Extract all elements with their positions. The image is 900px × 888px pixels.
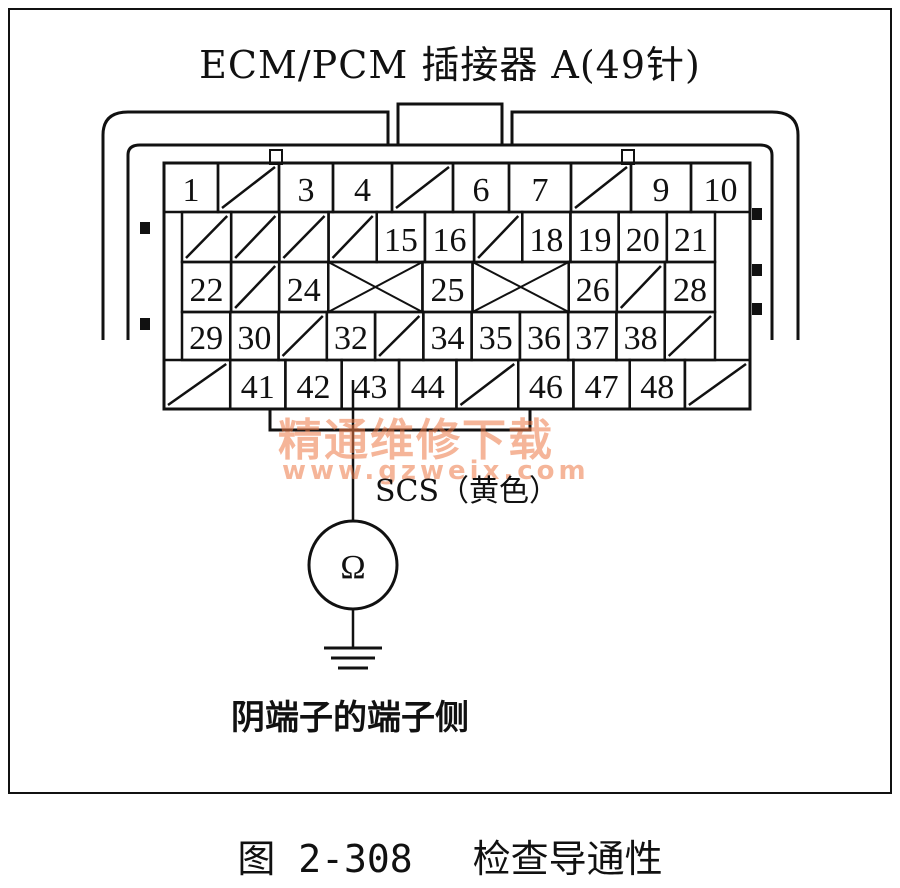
pin-number: 25 <box>430 272 464 309</box>
pin-number: 24 <box>287 272 321 309</box>
pin-number: 42 <box>297 369 331 406</box>
terminal-side-label: 阴端子的端子侧 <box>231 698 469 738</box>
unused-pin-slash <box>234 265 277 309</box>
pin-number: 41 <box>241 369 275 406</box>
unused-pin-slash <box>395 166 450 209</box>
latch-right-bottom <box>752 303 762 315</box>
pin-number: 26 <box>576 272 610 309</box>
pin-number: 19 <box>578 222 612 259</box>
pin-number: 38 <box>624 320 658 357</box>
locking-tab <box>396 102 504 147</box>
unused-pin-slash <box>185 215 229 259</box>
pin-number: 48 <box>640 369 674 406</box>
pin-cell <box>689 161 752 214</box>
pin-number: 37 <box>575 320 609 357</box>
figure-caption: 图 2-308 检查导通性 <box>0 828 900 883</box>
connector-title: ECM/PCM 插接器 A(49针) <box>199 43 701 87</box>
figure-caption-text: 检查导通性 <box>472 837 663 881</box>
wire-label: SCS（黄色） <box>375 474 560 509</box>
unused-pin-slash <box>459 363 516 406</box>
unused-pin-slash <box>477 215 520 259</box>
pin-number: 44 <box>411 369 445 406</box>
unused-pin-slash <box>667 315 712 357</box>
pin-cell <box>683 358 752 411</box>
pin-number: 15 <box>384 222 418 259</box>
pin-number: 29 <box>189 320 223 357</box>
unused-pin-slash <box>167 362 227 407</box>
pin-number: 10 <box>704 172 738 209</box>
latch-left-bottom <box>140 318 150 330</box>
unused-pin-slash <box>281 315 324 357</box>
unused-pin-slash <box>331 215 374 259</box>
pin-number: 4 <box>354 172 371 209</box>
pin-number: 9 <box>653 172 670 209</box>
figure-number: 图 2-308 <box>237 837 413 881</box>
pin-number: 47 <box>585 369 619 406</box>
connector-bottom-bracket <box>268 409 532 432</box>
unused-pin-slash <box>234 215 277 259</box>
ground-symbol-icon <box>324 646 382 670</box>
pin-number: 35 <box>479 320 513 357</box>
pin-number: 22 <box>190 272 224 309</box>
pin-number: 32 <box>334 320 368 357</box>
latch-right-mid <box>752 264 762 276</box>
unused-pin-slash <box>221 166 276 209</box>
pin-number: 18 <box>529 222 563 259</box>
latch-right-top <box>752 208 762 220</box>
blocked-cavity-cross <box>472 261 570 313</box>
figure-frame <box>8 8 892 794</box>
pin-number: 30 <box>237 320 271 357</box>
pin-number: 43 <box>353 369 387 406</box>
pin-number: 7 <box>532 172 549 209</box>
pin-number: 6 <box>473 172 490 209</box>
unused-pin-slash <box>619 265 662 309</box>
pin-number: 3 <box>298 172 315 209</box>
unused-pin-slash <box>378 315 421 357</box>
watermark-url: www.gzweix.com <box>282 456 590 486</box>
watermark-text: 精通维修下载 <box>278 415 554 466</box>
pin-number: 36 <box>527 320 561 357</box>
unused-pin-slash <box>574 166 628 209</box>
latch-left-top <box>140 222 150 234</box>
unused-pin-slash <box>282 215 326 259</box>
pin-number: 20 <box>626 222 660 259</box>
pin-number: 46 <box>529 369 563 406</box>
ohm-symbol: Ω <box>340 549 365 586</box>
pin-number: 16 <box>433 222 467 259</box>
pin-number: 1 <box>183 172 200 209</box>
connector-housing-inner <box>126 143 774 340</box>
pin-number: 34 <box>430 320 464 357</box>
blocked-cavity-cross <box>327 261 423 313</box>
unused-pin-slash <box>688 362 747 407</box>
pin-number: 21 <box>674 222 708 259</box>
pin-number: 28 <box>673 272 707 309</box>
